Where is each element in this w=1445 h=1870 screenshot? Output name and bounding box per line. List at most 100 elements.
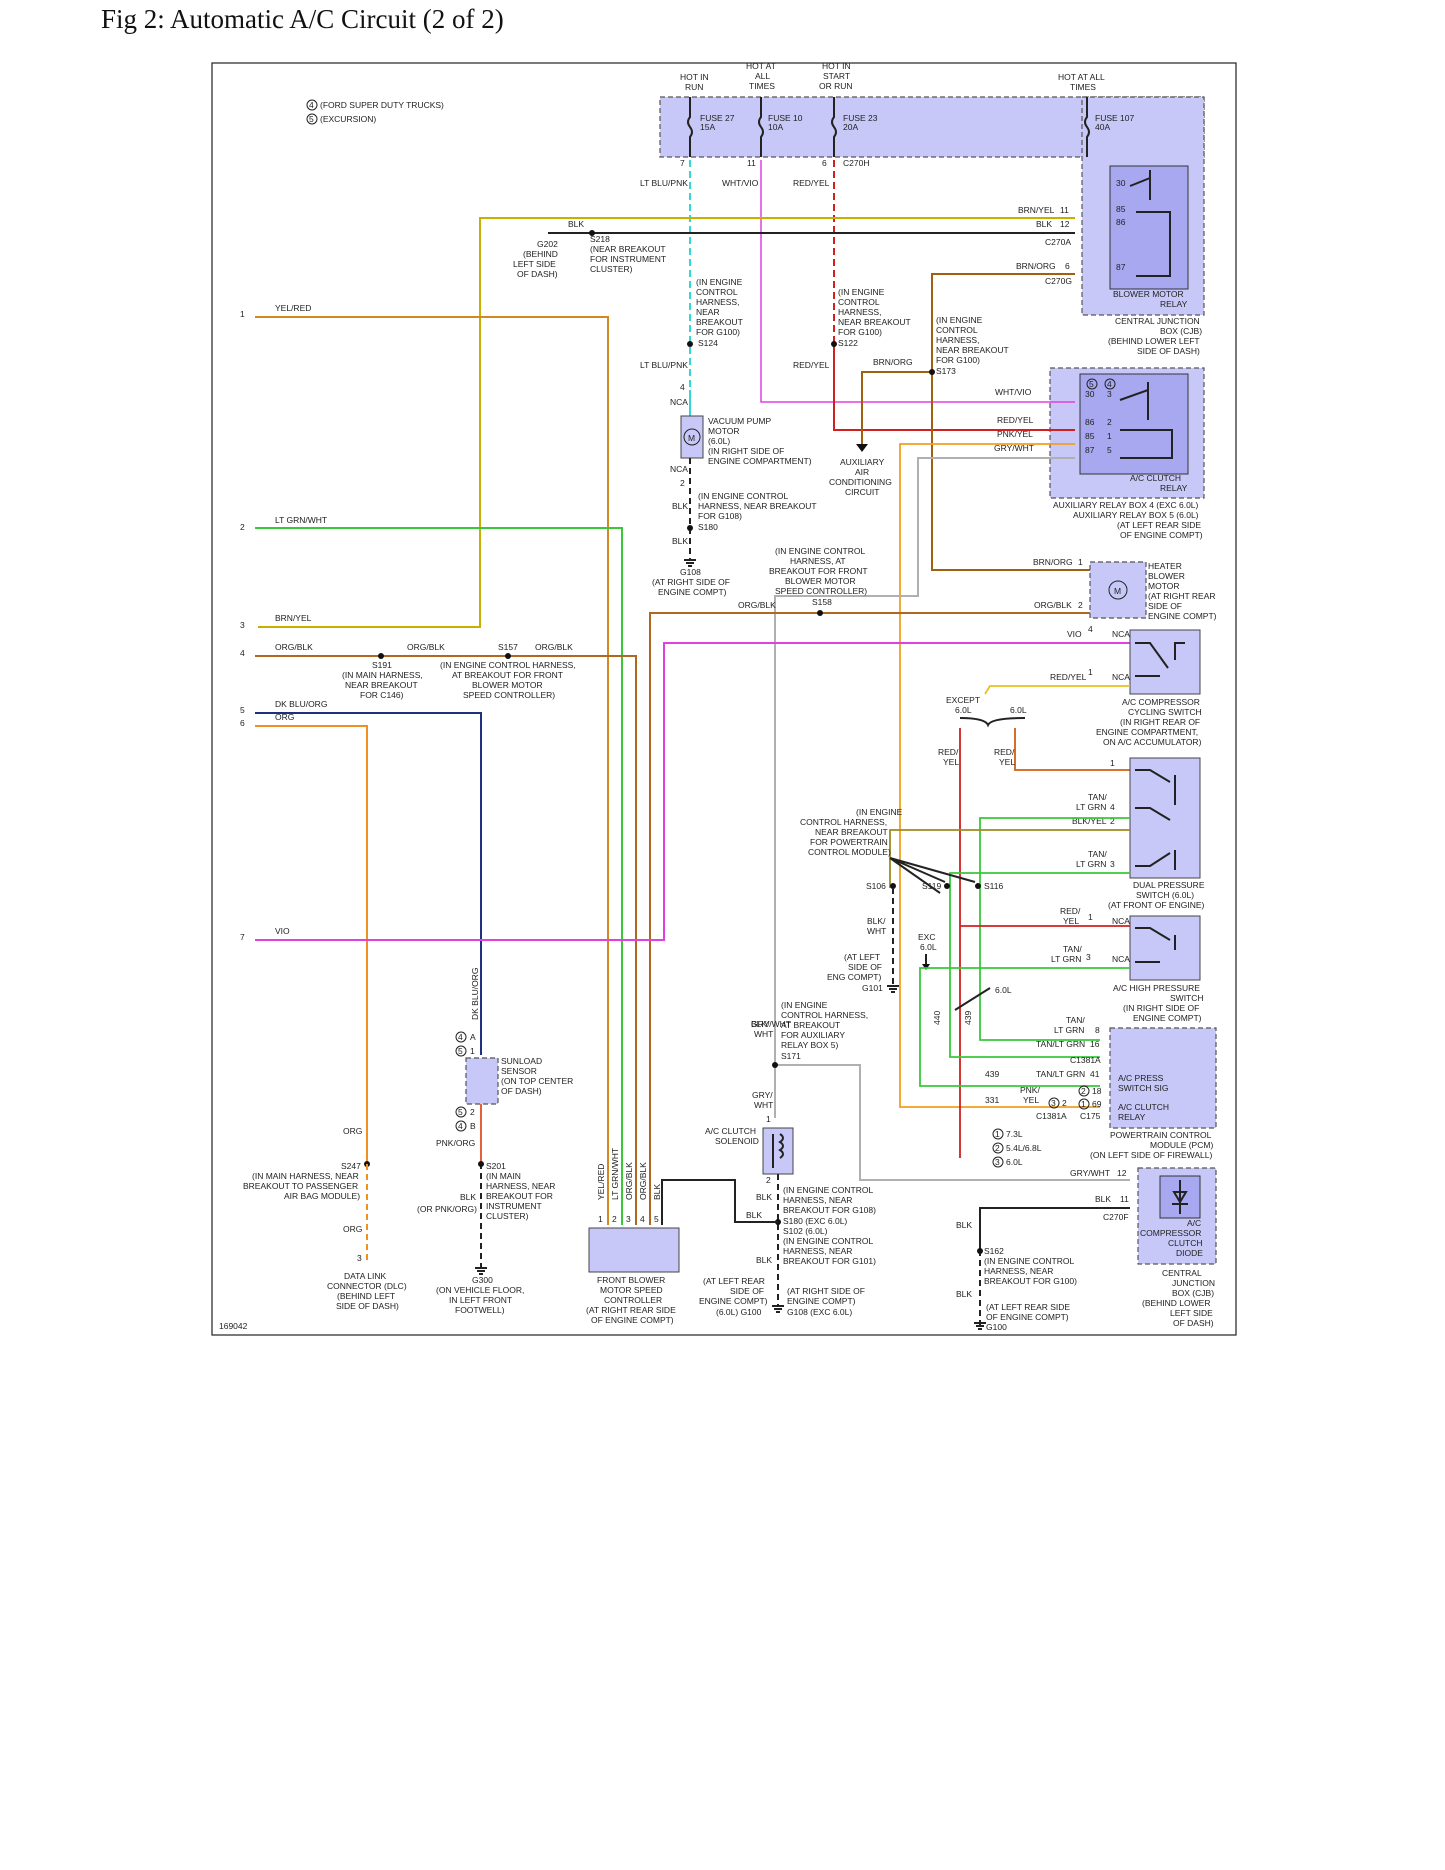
diagram-mark [455,1031,467,1043]
diagram-label: (AT RIGHT SIDE OF [652,577,730,587]
aux-relay-box-label: AUXILIARY RELAY BOX 4 (EXC 6.0L)AUXILIAR… [1053,500,1203,540]
diagram-mark [505,653,511,659]
diagram-label: FOR G100) [936,355,980,365]
diagram-label: BRN/ORG [873,357,913,367]
diagram-label: OF DASH) [1173,1318,1214,1328]
diagram-label: 7 [240,932,245,942]
diagram-label: RELAY [1118,1112,1146,1122]
diagram-label: IN LEFT FRONT [449,1295,512,1305]
diagram-label: BLK [1036,219,1052,229]
diagram-label: 11 [1120,1194,1129,1204]
diagram-label: 439 [985,1069,999,1079]
diagram-label: 1 [1110,758,1115,768]
diagram-label: PNK/YEL [997,429,1033,439]
diagram-label: WHT [867,926,886,936]
diagram-label: 2 [766,1175,771,1185]
diagram-mark [1086,378,1098,390]
diagram-label: MOTOR [1148,581,1179,591]
powertrain-control-module [1109,1027,1217,1129]
diagram-mark [833,340,1075,431]
diagram-label: S180 (EXC 6.0L) [783,1216,847,1226]
diagram-label: (IN ENGINE CONTROL HARNESS, [440,660,576,670]
diagram-label: RED/ [1060,906,1081,916]
diagram-mark [1078,1085,1090,1097]
diagram-label: 1 [1081,1099,1086,1109]
diagram-label: 3 [1110,859,1115,869]
diagram-label: OF ENGINE COMPT) [1120,530,1203,540]
diagram-label: 6.0L [1006,1157,1023,1167]
diagram-label: BOX (CJB) [1160,326,1202,336]
diagram-label: INSTRUMENT [486,1201,542,1211]
diagram-label: 2 [995,1143,1000,1153]
diagram-label: LT GRN [1076,859,1106,869]
diagram-label: 6.0L [955,705,972,715]
diagram-label: (6.0L) [708,436,730,446]
diagram-label: OF DASH) [517,269,558,279]
diagram-label: 3 [1086,952,1091,962]
fuse-107: FUSE 107 [1095,113,1134,123]
power-label-start: HOT IN [822,61,851,71]
diagram-label: CENTRAL [1162,1268,1202,1278]
diagram-label: G100 [986,1322,1007,1332]
diagram-label: (BEHIND LEFT [337,1291,395,1301]
diagram-label: (AT LEFT [844,952,880,962]
diagram-label: (ON LEFT SIDE OF FIREWALL) [1090,1150,1212,1160]
diagram-label: SWITCH [1170,993,1204,1003]
diagram-mark [1014,728,1130,771]
pin-7: 7 [680,158,685,168]
diagram-mark [1129,170,1171,277]
diagram-label: A/C HIGH PRESSURE [1113,983,1200,993]
diagram-label: LT GRN/WHT [610,1148,620,1200]
diagram-label: HARNESS, NEAR [783,1246,852,1256]
s247-note: S247(IN MAIN HARNESS, NEAR BREAKOUT TO P… [243,1161,361,1201]
figure-id: 169042 [219,1321,248,1331]
diagram-label: ORG/BLK [407,642,445,652]
diagram-label: 7.3L [1006,1129,1023,1139]
diagram-label: 4 [458,1121,463,1131]
diagram-label: (AT LEFT REAR SIDE [986,1302,1070,1312]
diagram-label: CLUTCH [1168,1238,1202,1248]
diagram-label: SPEED CONTROLLER) [463,690,555,700]
diagram-label: A [470,1032,476,1042]
diagram-label: RED/YEL [997,415,1034,425]
pin-6: 6 [822,158,827,168]
diagram-label: AUXILIARY [840,457,885,467]
diagram-label: SWITCH SIG [1118,1083,1169,1093]
diagram-label: S106 [866,881,886,891]
diagram-label: CLUSTER) [486,1211,529,1221]
diagram-label: 5 [1107,445,1112,455]
diagram-label: (AT RIGHT SIDE OF [787,1286,865,1296]
wire-gry-wht-relay [774,457,1075,1065]
diagram-label: GRY/ [752,1090,773,1100]
diagram-label: AIR BAG MODULE) [284,1191,360,1201]
diagram-label: A/C [1187,1218,1201,1228]
diagram-label: YEL [943,757,959,767]
diagram-label: BLK [756,1255,772,1265]
diagram-label: AT BREAKOUT [781,1020,840,1030]
fbm-wire-labels: YEL/RED LT GRN/WHT ORG/BLK ORG/BLK BLK [596,1148,662,1200]
legend: 4 (FORD SUPER DUTY TRUCKS) 5 (EXCURSION) [306,99,444,125]
diagram-label: CLUSTER) [590,264,633,274]
diagram-label: (BEHIND LOWER [1142,1298,1210,1308]
diagram-label: WHT [754,1100,773,1110]
diagram-mark [817,610,823,616]
diagram-mark [478,1161,484,1167]
diagram-label: SWITCH (6.0L) [1136,890,1194,900]
diagram-label: 30 [1085,389,1095,399]
diagram-label: 2 [1081,1086,1086,1096]
diagram-label: HARNESS, NEAR [783,1195,852,1205]
diagram-label: NCA [1112,954,1130,964]
wire-wht-vio [760,160,1075,403]
diagram-label: 5.4L/6.8L [1006,1143,1042,1153]
diagram-label: CONTROL HARNESS, [800,817,887,827]
diagram-label: 1 [1078,557,1083,567]
